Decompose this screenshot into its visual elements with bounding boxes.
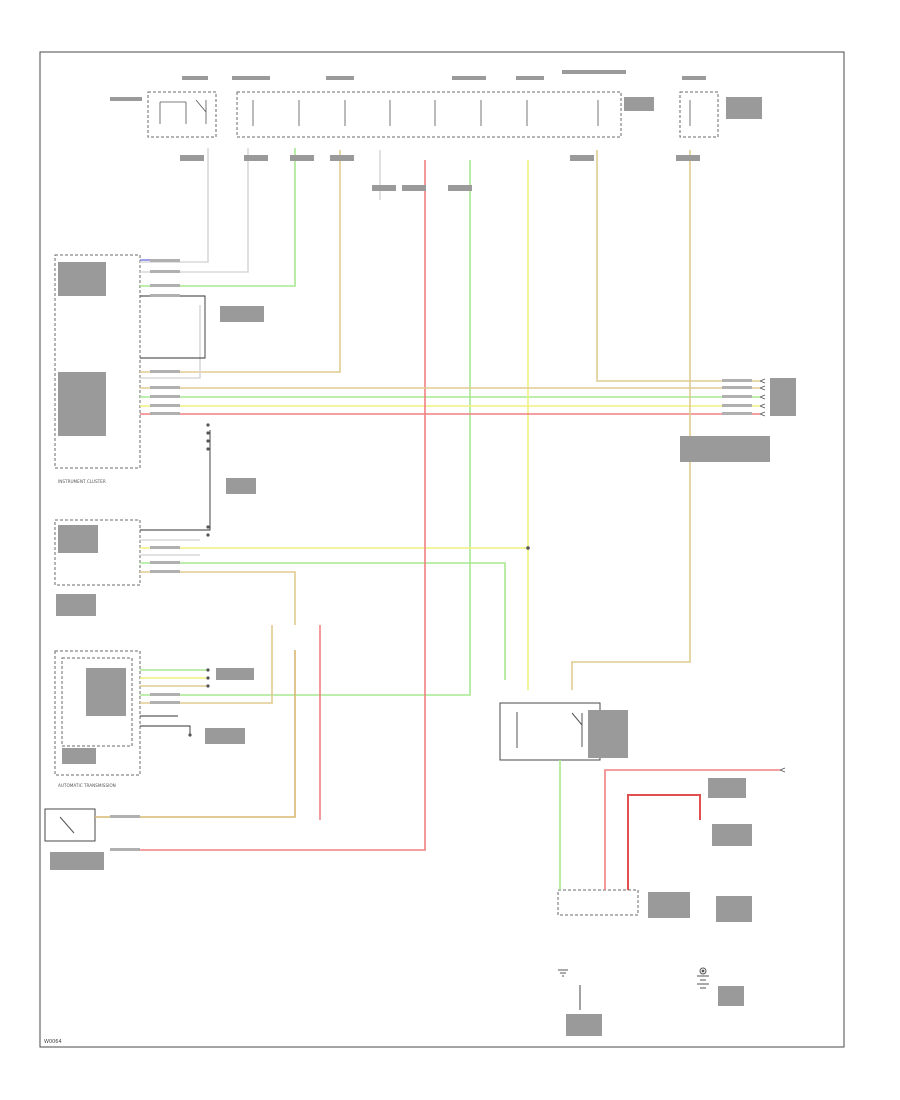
wire-green-1: [140, 148, 296, 287]
wire-tan-8: [95, 650, 296, 818]
battery-block: [697, 967, 709, 989]
splice-dot: [206, 676, 210, 680]
splice-dot: [206, 431, 210, 435]
starter-motor-box: [557, 889, 639, 916]
starter-motor-block: [557, 889, 639, 977]
splice-dot: [526, 546, 530, 550]
wire-code-labels: [110, 259, 752, 851]
unreadable-callouts: [50, 70, 796, 1036]
starter-relay-box: [499, 702, 601, 761]
wires: [95, 148, 780, 1010]
wire-red-4: [604, 769, 780, 890]
automatic-transmission-label: AUTOMATIC TRANSMISSION: [58, 783, 116, 788]
clutch-pedal-box: [44, 808, 96, 842]
wire-black-2: [140, 300, 206, 359]
engine-control-block: [54, 519, 141, 586]
wire-white-2: [140, 148, 249, 273]
clutch-switch-symbol: [59, 816, 75, 834]
fuse-symbols: [159, 99, 691, 126]
splice-dot: [206, 447, 210, 451]
wire-tan-2: [596, 150, 760, 382]
splice-dot: [206, 533, 210, 537]
clutch-pedal-block: [44, 808, 96, 842]
splice-dot: [206, 668, 210, 672]
wire-tan-4: [140, 571, 296, 625]
wire-black-4: [140, 715, 191, 735]
battery-symbol: [697, 975, 709, 989]
splice-points: [188, 423, 705, 973]
fuse-box-left: [147, 91, 217, 138]
fuse-box-right: [679, 91, 719, 138]
starter-relay-symbol: [516, 712, 583, 748]
right-connectors: [759, 378, 786, 773]
wire-tan-6: [140, 625, 273, 704]
transmission-inner-box: [61, 657, 133, 747]
splice-dot: [206, 684, 210, 688]
wire-red-5: [627, 794, 701, 890]
wire-tan-7: [571, 150, 691, 690]
splice-dot: [206, 439, 210, 443]
top-fuse-row: [147, 91, 719, 138]
wire-red-1: [140, 160, 426, 851]
instrument-cluster-label: INSTRUMENT CLUSTER: [58, 479, 106, 484]
diagram-frame: [39, 51, 845, 1048]
transmission-block: AUTOMATIC TRANSMISSION: [54, 650, 141, 788]
wire-black-3: [140, 430, 211, 531]
wire-white-1: [140, 148, 209, 263]
splice-dot: [206, 525, 210, 529]
starter-relay-block: [499, 702, 601, 761]
footer-code: W0064: [44, 1039, 62, 1045]
battery-terminal: [699, 967, 707, 975]
wire-green-4: [140, 562, 506, 680]
transmission-control-box: [54, 650, 141, 776]
wire-green-2: [140, 160, 471, 696]
fuse-box-main: [236, 91, 622, 138]
engine-control-box: [54, 519, 141, 586]
splice-dot: [206, 423, 210, 427]
instrument-cluster-box: [54, 254, 141, 469]
splice-dot: [701, 969, 705, 973]
ground-symbol-left: [558, 969, 568, 977]
instrument-cluster-block: INSTRUMENT CLUSTER: [54, 254, 141, 484]
splice-dot: [188, 733, 192, 737]
wire-tan-1: [140, 150, 341, 373]
wire-white-4: [140, 305, 201, 379]
